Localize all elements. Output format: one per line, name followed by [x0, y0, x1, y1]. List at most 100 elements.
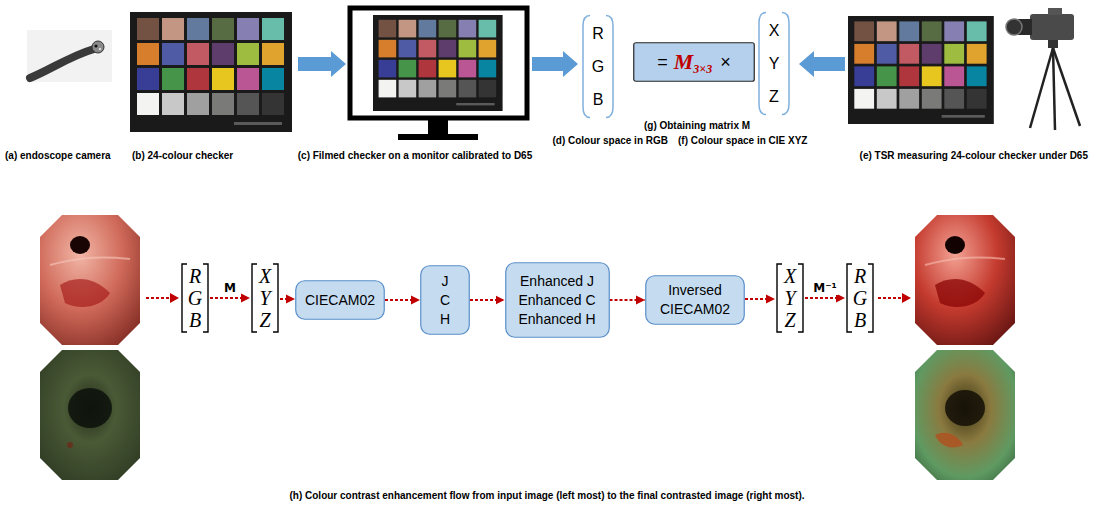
box-outline [634, 43, 755, 82]
matrix-text: = [657, 52, 668, 73]
flow-arrow [210, 297, 250, 299]
xyz-vector: X Y Z [775, 263, 805, 333]
node-content: Enhanced J Enhanced C Enhanced H [505, 262, 610, 338]
tsr-camera [1030, 14, 1074, 40]
colour-checker [848, 16, 994, 124]
flow-arrow [745, 298, 775, 300]
enhanced-image [915, 350, 1015, 480]
figure-label: (a) endoscope camera [5, 150, 111, 162]
endoscope-camera [99, 48, 101, 50]
figure-label: (f) Colour space in CIE XYZ [678, 135, 807, 147]
enhanced-image [935, 279, 985, 307]
endoscopy-image [40, 215, 140, 345]
rgb-vector: R G B [845, 263, 875, 333]
enhanced-image [915, 215, 1015, 345]
matrix-text: M [674, 49, 694, 75]
tsr-camera [1048, 8, 1062, 15]
node-content: X Y Z [757, 11, 791, 116]
monitor [373, 15, 503, 111]
vector-text: X Y Z [259, 265, 271, 331]
tsr-camera [1053, 48, 1055, 130]
box-text: Enhanced J Enhanced C Enhanced H [515, 272, 599, 329]
edge-label: M [223, 281, 237, 295]
box-outline [296, 281, 385, 320]
endoscopy-image [40, 215, 140, 345]
node-content: X Y Z [250, 263, 280, 333]
block-arrow [532, 51, 578, 77]
box-text: Inversed CIECAM02 [660, 281, 730, 319]
xyz-vector: X Y Z [757, 11, 791, 116]
flow-arrow [280, 298, 295, 300]
flow-arrow [146, 297, 171, 299]
node-content: X Y Z [775, 263, 805, 333]
node-content: R G B [845, 263, 875, 333]
square-bracket [777, 264, 803, 332]
vector-text: X Y Z [784, 265, 796, 331]
enhanced-image [925, 258, 1005, 265]
tsr-camera [1053, 48, 1080, 126]
endoscope-camera [27, 30, 112, 82]
enhanced-image [935, 433, 963, 448]
endoscope-camera [27, 30, 112, 82]
matrix-box: = M3×3 × [633, 42, 755, 82]
endoscope-camera [30, 49, 94, 78]
matrix-text: × [720, 52, 731, 73]
flow-arrow [878, 293, 911, 303]
process-box: Inversed CIECAM02 [645, 275, 745, 325]
figure-label: (e) TSR measuring 24-colour checker unde… [860, 150, 1088, 162]
monitor [350, 8, 527, 140]
tsr-camera [1006, 8, 1080, 130]
endoscopy-image [68, 388, 112, 428]
matrix-text: 3×3 [693, 62, 712, 77]
box-outline [505, 263, 609, 338]
node-content: R G B [581, 14, 615, 119]
block-arrow [298, 51, 346, 77]
endoscopy-image [40, 215, 140, 345]
square-bracket [847, 264, 873, 332]
flow-arrow [610, 299, 646, 301]
enhanced-image [945, 390, 985, 426]
vector-text: R G B [592, 17, 604, 116]
box-outline [646, 276, 745, 325]
flow-arrow [385, 299, 420, 301]
round-bracket [583, 15, 613, 117]
figure-label: (b) 24-colour checker [132, 150, 233, 162]
edge-label: M⁻¹ [812, 281, 838, 295]
box-outline [421, 266, 470, 335]
box-text: CIECAM02 [305, 291, 375, 310]
endoscopy-image [67, 442, 73, 448]
endoscopy-image [40, 350, 140, 480]
endoscope-camera [92, 41, 104, 53]
endoscopy-image [40, 350, 140, 480]
node-content: CIECAM02 [295, 280, 385, 320]
flow-arrow [170, 293, 179, 303]
box-text: J C H [440, 272, 450, 329]
tsr-camera [1006, 19, 1022, 35]
enhanced-image [915, 215, 1015, 345]
monitor [350, 8, 527, 118]
flow-arrow [902, 293, 911, 303]
figure-label: (g) Obtaining matrix M [644, 120, 750, 132]
figure-label: (c) Filmed checker on a monitor calibrat… [298, 150, 533, 162]
endoscope-camera [94, 44, 97, 47]
round-bracket [759, 12, 789, 114]
endoscopy-image [70, 236, 90, 254]
node-content: J C H [420, 265, 470, 335]
flow-arrow [878, 297, 903, 299]
process-box: Enhanced J Enhanced C Enhanced H [505, 262, 610, 338]
tsr-camera [1030, 48, 1053, 128]
vector-text: R G B [853, 265, 867, 331]
enhanced-image [945, 236, 965, 254]
square-bracket [182, 264, 208, 332]
vector-text: X Y Z [769, 14, 780, 113]
flow-arrow [805, 297, 845, 299]
caption: (h) Colour contrast enhancement flow fro… [289, 490, 804, 502]
rgb-vector: R G B [581, 14, 615, 119]
enhanced-image [915, 350, 1015, 480]
xyz-vector: X Y Z [250, 263, 280, 333]
monitor [428, 118, 448, 134]
figure-label: (d) Colour space in RGB [552, 135, 668, 147]
